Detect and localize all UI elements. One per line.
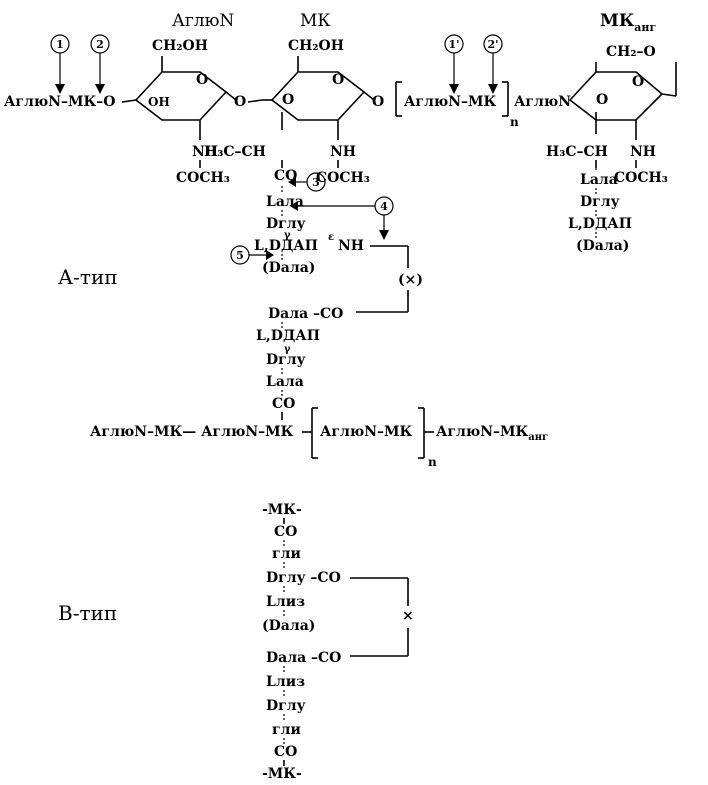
type-a-ldap: L,DДАП: [256, 328, 320, 344]
ring1-o: O: [196, 72, 208, 88]
ring3-ch2-o: CH₂–O: [606, 44, 656, 60]
ring3-nh: NH: [630, 144, 656, 160]
type-b-dala-paren: (Dала): [262, 618, 315, 634]
type-a-chain-n: n: [428, 455, 437, 469]
type-b-drglu-bottom: Dглу: [266, 698, 306, 714]
type-a-lower-stem: Dала –CO L,DДАП γ Dглу Lала CO: [256, 306, 343, 420]
ring3-o: O: [632, 74, 644, 90]
type-b-mk-bottom: -МК-: [262, 766, 302, 782]
ang-dala-paren: (Dала): [576, 238, 629, 254]
header-mk-ang: МКанг: [600, 11, 656, 34]
type-b-crosslink: ×: [350, 577, 414, 657]
type-a-gamma: γ: [284, 344, 291, 355]
svg-text:1: 1: [56, 38, 64, 51]
stem-a-drglu: Dглу: [266, 216, 306, 232]
type-a-chain-bracket: АглюN–МК: [320, 424, 413, 440]
top-bracket-n: n: [510, 115, 519, 129]
sugar-ring-aglun: CH₂OH O OH NH COCH₃: [121, 38, 237, 186]
type-b-lliz-top: Lлиз: [266, 594, 305, 610]
svg-text:5: 5: [236, 249, 244, 262]
ring3-coch3: COCH₃: [614, 170, 668, 186]
ang-ldap: L,DДАП: [568, 216, 632, 232]
marker-1-prime: 1': [444, 34, 464, 94]
type-a-label: А-тип: [58, 265, 118, 289]
marker-4: 4: [290, 196, 394, 240]
stem-a-nh: NH: [338, 238, 364, 254]
ang-lala: Lала: [580, 172, 618, 188]
stem-a-ldap: L,DДАП: [254, 238, 318, 254]
ang-drglu: Dглу: [580, 194, 620, 210]
marker-2-prime: 2': [483, 34, 503, 94]
type-b-co-top: CO: [274, 524, 297, 540]
marker-1: 1: [50, 34, 70, 94]
svg-text:3: 3: [312, 176, 320, 189]
type-b-co-bottom: CO: [274, 744, 297, 760]
type-b-lliz-bottom: Lлиз: [266, 674, 305, 690]
svg-text:2: 2: [96, 38, 104, 51]
ring3-h3c-ch: H₃C–CH: [546, 144, 608, 160]
stem-peptide-a: Lала Dглу γ L,DДАП ε NH (Dала): [254, 186, 364, 276]
type-b-upper-stem: -МК- CO гли Dглу –CO Lлиз (Dала): [262, 502, 341, 634]
type-a-lala: Lала: [266, 374, 304, 390]
header-mk: МК: [300, 11, 331, 31]
ring2-o: O: [332, 72, 344, 88]
stem-a-lala: Lала: [266, 194, 304, 210]
marker-2: 2: [90, 34, 110, 94]
sugar-ring-mk: CH₂OH O O O NH COCH₃ O H₃C–CH: [234, 38, 384, 186]
svg-text:2': 2': [487, 38, 498, 51]
ring3-carbonyl-o: O: [596, 92, 608, 108]
ring1-nh: NH: [192, 144, 218, 160]
ring-link-o: O: [234, 94, 246, 110]
marker-5: 5: [230, 245, 274, 265]
svg-text:4: 4: [380, 200, 388, 213]
ring1-coch3: COCH₃: [176, 170, 230, 186]
header-aglun: АглюN: [172, 11, 234, 31]
type-a-co: CO: [272, 396, 295, 412]
type-b-gli-top: гли: [272, 546, 301, 562]
ring2-nh: NH: [330, 144, 356, 160]
type-a-chain-left: АглюN–МК— АглюN–МК: [90, 424, 294, 440]
ring2-carbonyl-o: O: [282, 92, 294, 108]
top-aglun-right: АглюN: [514, 94, 571, 110]
type-b-drglu-co: Dглу –CO: [266, 570, 341, 586]
stem-peptide-ang: Lала Dглу L,DДАП (Dала): [568, 160, 632, 254]
top-bracket-chain: АглюN–МК: [404, 94, 497, 110]
stem-a-gamma: γ: [284, 230, 291, 241]
type-a-drglu: Dглу: [266, 352, 306, 368]
stem-a-dala-paren: (Dала): [262, 260, 315, 276]
type-b-dala-co: Dала –CO: [266, 650, 341, 666]
type-a-cross: (×): [398, 272, 423, 288]
ring2-ch2oh: CH₂OH: [288, 38, 344, 54]
stem-a-epsilon: ε: [328, 232, 334, 243]
ring1-oh: OH: [148, 95, 170, 109]
sugar-ring-mk-ang: CH₂–O O O NH COCH₃ H₃C–CH: [546, 44, 677, 186]
ring2-o-link: O: [372, 94, 384, 110]
type-a-chain-right: АглюN–МКанг: [436, 424, 548, 443]
top-left-chain: АглюN–МК–O: [4, 94, 115, 110]
type-b-gli-bottom: гли: [272, 722, 301, 738]
type-a-dala-co: Dала –CO: [268, 306, 343, 322]
type-b-lower-stem: Dала –CO Lлиз Dглу гли CO -МК-: [262, 650, 341, 782]
ring2-h3c-ch: H₃C–CH: [204, 144, 266, 160]
ring2-coch3: COCH₃: [316, 170, 370, 186]
type-b-cross: ×: [402, 608, 414, 624]
marker-3: 3: [288, 172, 326, 192]
type-a-crosslink: (×): [356, 245, 423, 313]
ring1-ch2oh: CH₂OH: [152, 38, 208, 54]
type-b-mk-top: -МК-: [262, 502, 302, 518]
svg-text:1': 1': [448, 38, 459, 51]
type-b-label: В-тип: [58, 601, 117, 625]
